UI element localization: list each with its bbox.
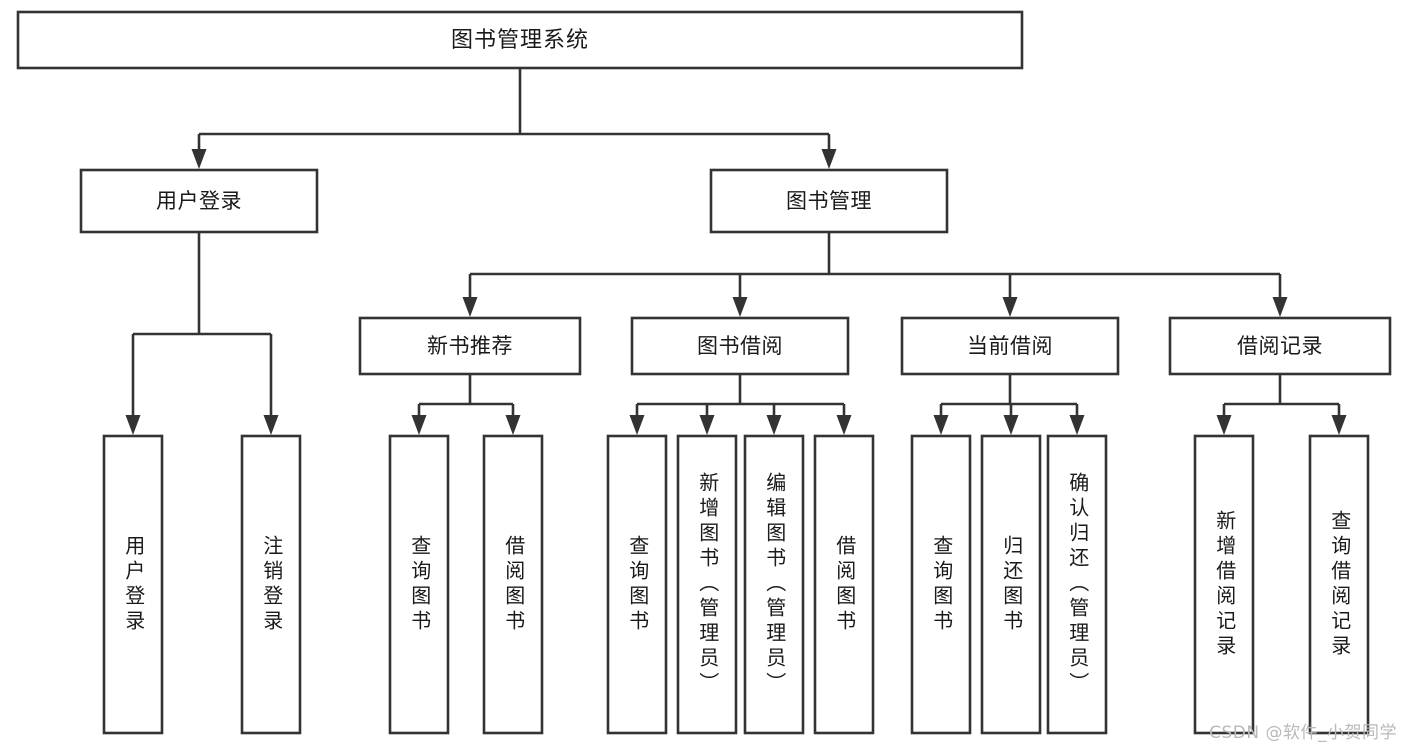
arrow-head-icon [699,415,715,435]
node-box-leaf-query-books-bb[interactable] [606,434,668,735]
arrow-head-icon [263,415,279,435]
node-box-layer [16,10,1392,735]
node-box-leaf-add-record[interactable] [1193,434,1255,735]
arrow-head-icon [629,415,645,435]
node-box-leaf-return-books[interactable] [980,434,1042,735]
node-box-borrow-records[interactable] [1168,316,1392,376]
node-box-user-login[interactable] [79,168,319,234]
arrow-head-icon [505,415,521,435]
arrow-head-icon [1069,415,1085,435]
arrow-head-icon [1003,415,1019,435]
node-label-new-book-recommend: 新书推荐 [427,334,513,358]
node-label-current-borrow: 当前借阅 [967,334,1053,358]
node-box-leaf-query-books-nb[interactable] [388,434,450,735]
node-label-book-borrow: 图书借阅 [697,334,783,358]
arrow-head-icon [821,149,837,169]
connector-layer [125,68,1347,435]
arrow-head-icon [933,415,949,435]
node-box-current-borrow[interactable] [900,316,1120,376]
node-box-leaf-query-record[interactable] [1308,434,1370,735]
arrow-head-icon [191,149,207,169]
node-label-borrow-records: 借阅记录 [1237,334,1323,358]
node-box-book-management[interactable] [709,168,949,234]
watermark-text: CSDN @软件_小贺同学 [1209,723,1397,743]
node-box-book-borrow[interactable] [630,316,850,376]
node-box-leaf-logout[interactable] [240,434,302,735]
node-label-book-management: 图书管理 [786,189,872,213]
node-box-leaf-confirm-return[interactable] [1046,434,1108,735]
node-box-leaf-add-book[interactable] [676,434,738,735]
arrow-head-icon [1216,415,1232,435]
node-label-user-login: 用户登录 [156,189,242,213]
arrow-head-icon [462,297,478,317]
arrow-head-icon [732,297,748,317]
node-label-root: 图书管理系统 [451,28,589,53]
arrow-head-icon [1002,297,1018,317]
arrow-head-icon [125,415,141,435]
arrow-head-icon [1331,415,1347,435]
node-box-leaf-edit-book[interactable] [743,434,805,735]
node-box-leaf-borrow-books-nb[interactable] [482,434,544,735]
node-box-leaf-user-login[interactable] [102,434,164,735]
node-box-root[interactable] [16,10,1024,70]
arrow-head-icon [766,415,782,435]
node-box-leaf-query-books-cb[interactable] [910,434,972,735]
node-box-leaf-borrow-books-bb[interactable] [813,434,875,735]
arrow-head-icon [836,415,852,435]
arrow-head-icon [411,415,427,435]
arrow-head-icon [1272,297,1288,317]
node-box-new-book-recommend[interactable] [358,316,582,376]
